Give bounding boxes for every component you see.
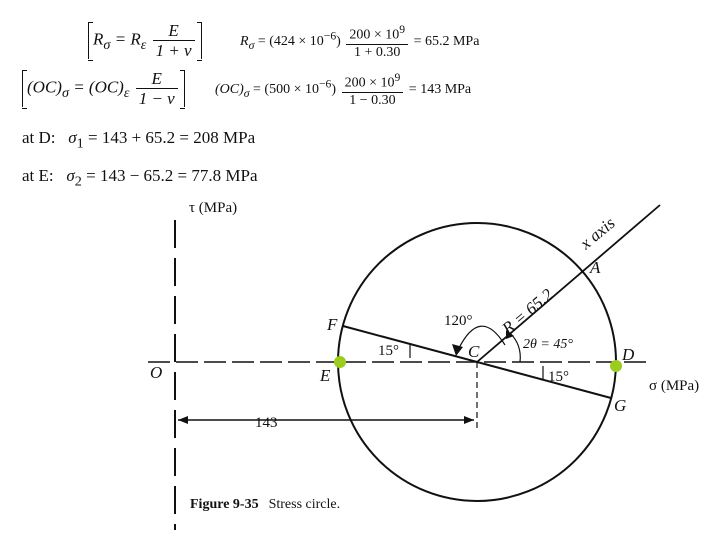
radius-label: R = 65.2 xyxy=(498,285,557,339)
arc-120-arrowhead xyxy=(452,344,463,356)
arc-120 xyxy=(457,325,506,351)
point-o-label: O xyxy=(150,363,162,382)
dimension-arrow-right xyxy=(464,416,474,424)
sigma-axis-label: σ (MPa) xyxy=(649,378,699,394)
point-e-label: E xyxy=(319,366,331,385)
point-d-marker xyxy=(610,360,622,372)
dimension-arrow-left xyxy=(178,416,188,424)
arc-2theta xyxy=(509,332,521,363)
tau-axis-label: τ (MPa) xyxy=(189,200,237,216)
point-d-label: D xyxy=(621,345,635,364)
label-at-e: at E: xyxy=(22,166,54,185)
figure-title: Stress circle. xyxy=(268,497,341,512)
point-f-label: F xyxy=(326,315,338,334)
result-at-e: at E: σ2 = 143 − 65.2 = 77.8 MPa xyxy=(22,166,258,190)
point-g-label: G xyxy=(614,396,626,415)
angle-120-label: 120° xyxy=(444,313,473,329)
x-axis-label: x axis xyxy=(576,213,619,254)
point-c-label: C xyxy=(468,342,480,361)
figure-caption: Figure 9-35 Stress circle. xyxy=(190,497,340,513)
point-e-marker xyxy=(334,356,346,368)
angle-15-right-label: 15° xyxy=(548,369,569,385)
dimension-143-label: 143 xyxy=(255,415,278,431)
angle-2theta-label: 2θ = 45° xyxy=(523,337,573,352)
label-at-d: at D: xyxy=(22,128,56,147)
figure-number: Figure 9-35 xyxy=(190,497,259,512)
result-at-d: at D: σ1 = 143 + 65.2 = 208 MPa xyxy=(22,128,256,152)
angle-15-left-label: 15° xyxy=(378,343,399,359)
point-a-label: A xyxy=(589,258,601,277)
arc-2theta-arrowhead xyxy=(506,330,514,339)
